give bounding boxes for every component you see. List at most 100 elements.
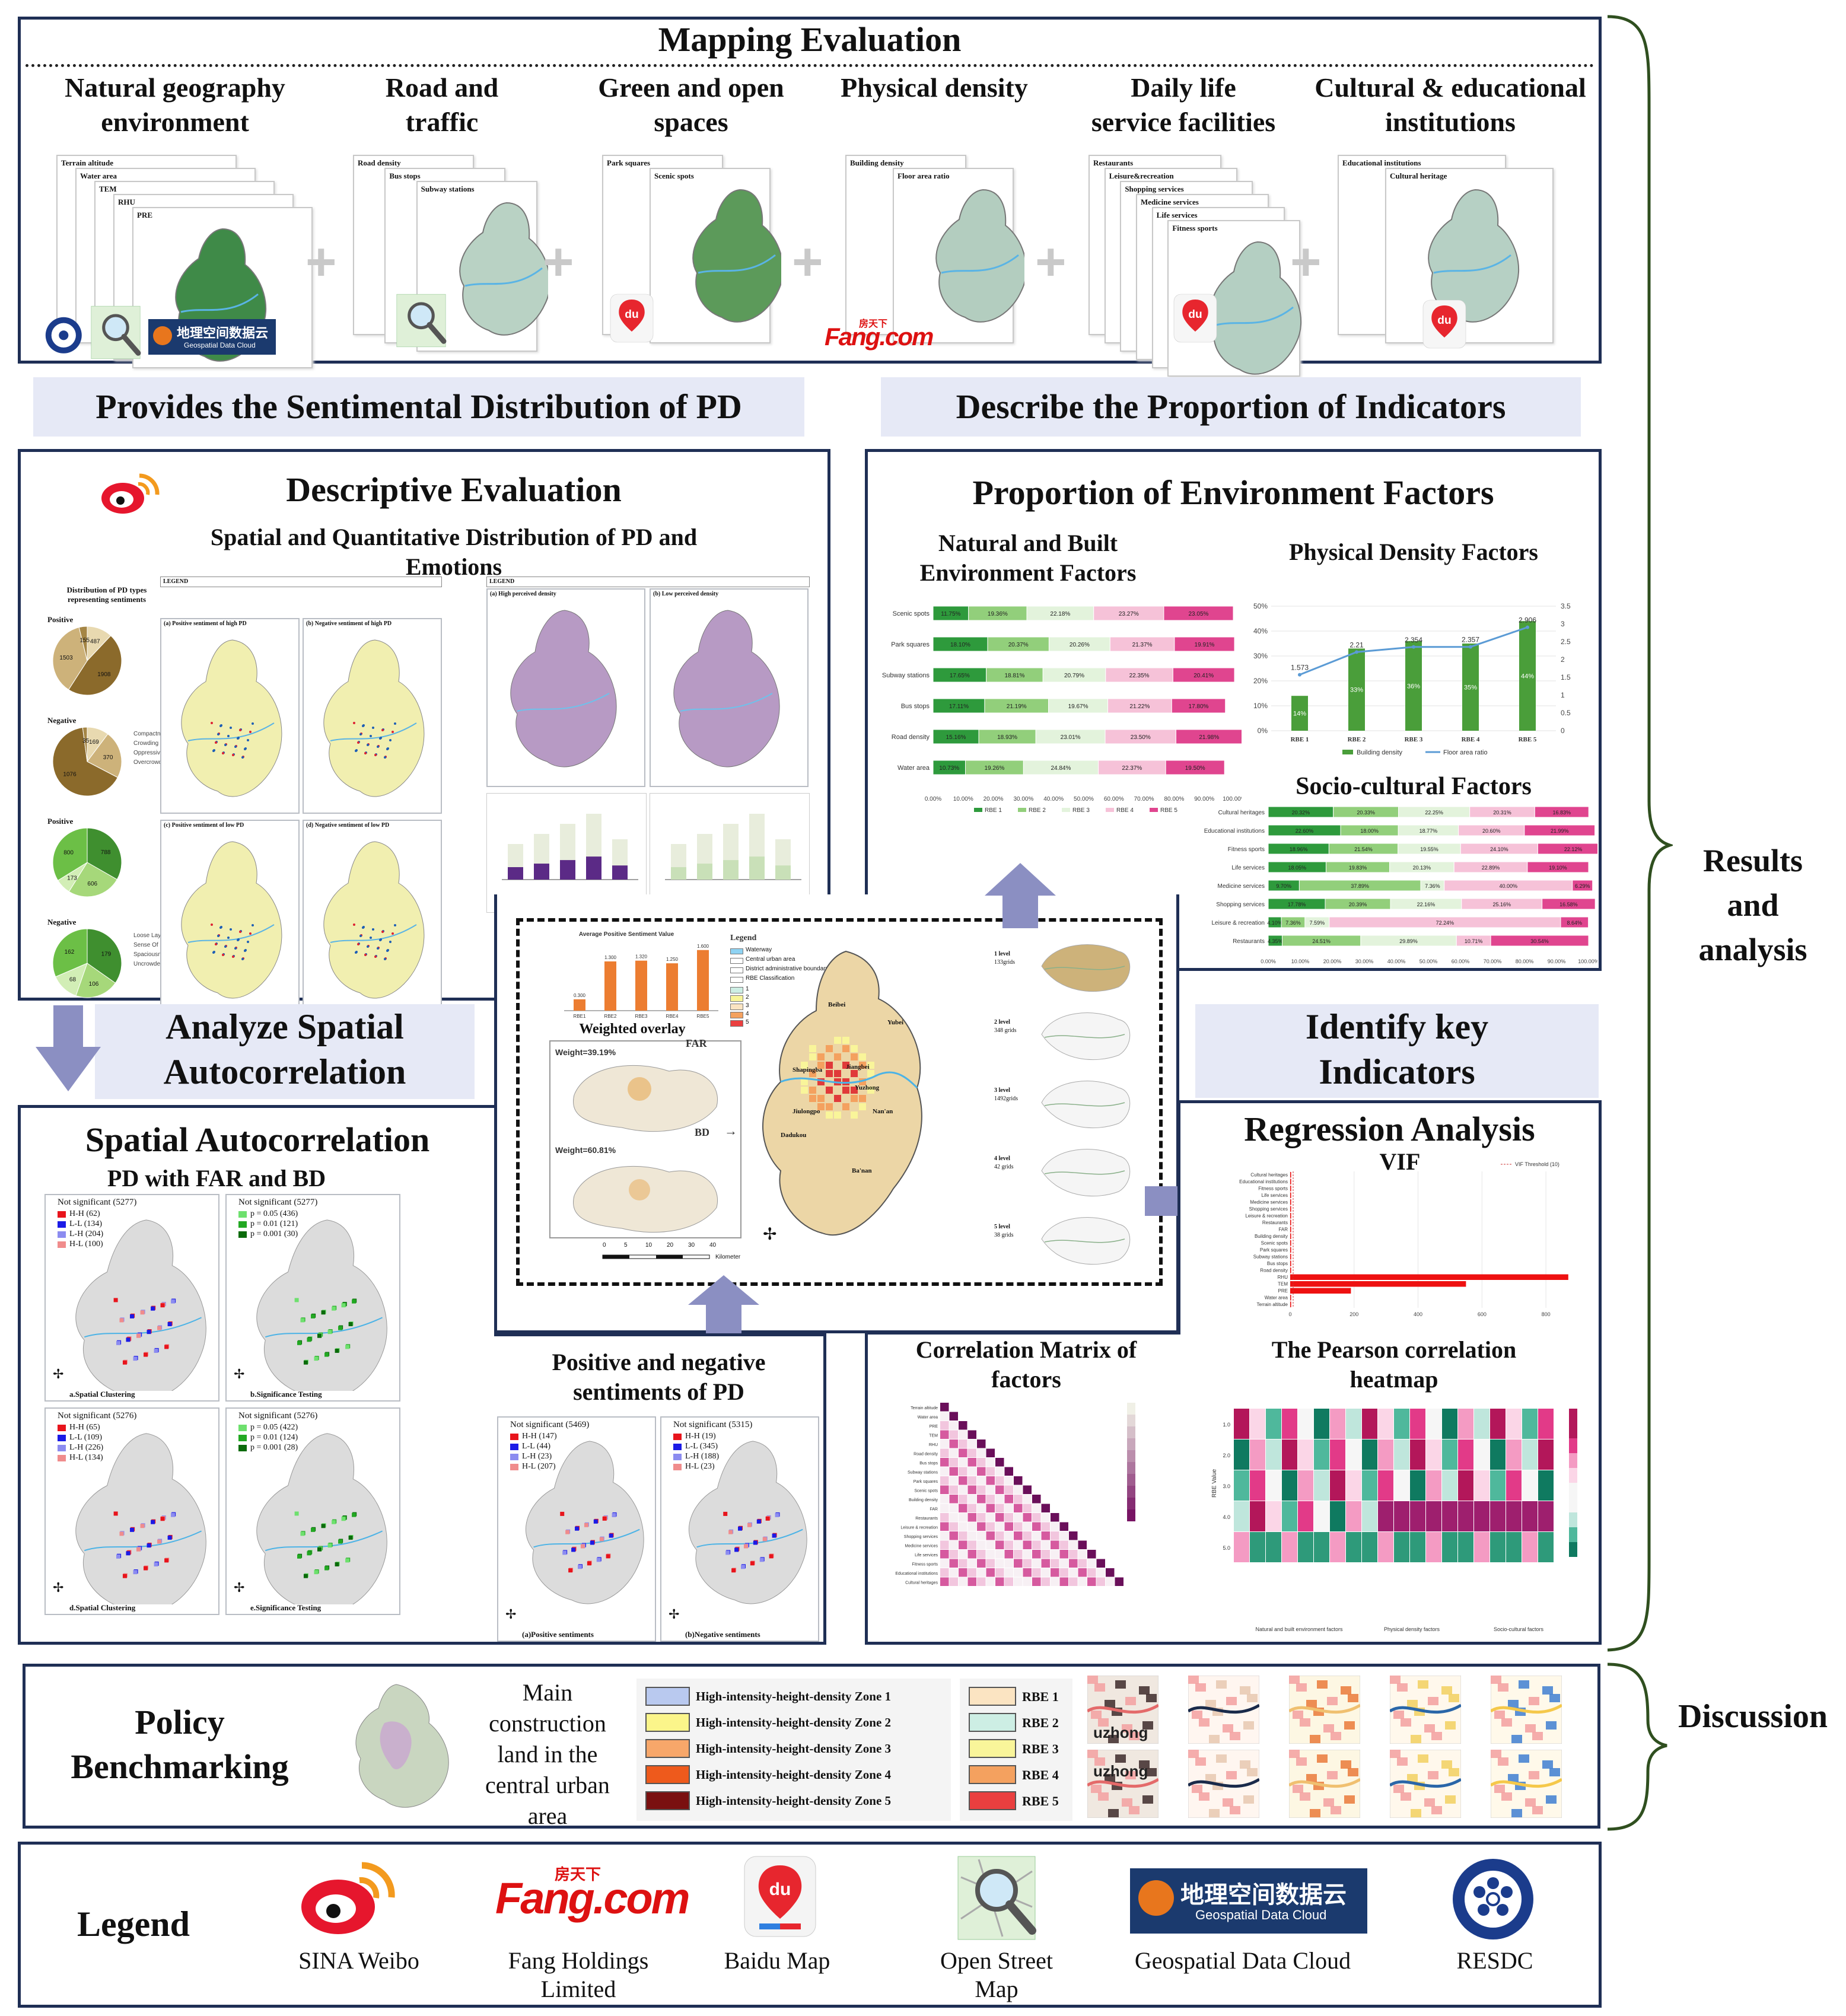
corr-cell [959, 1550, 967, 1559]
heatmap-cell [1522, 1532, 1538, 1562]
results-bracket [1607, 15, 1673, 1652]
pie-legend-item: Spaciousness [133, 951, 171, 958]
corr-cell [967, 1467, 976, 1476]
lisa-cell [157, 1326, 162, 1330]
physical-factors-title: Physical Density Factors [1289, 539, 1538, 565]
stacked-bar-segment [1537, 843, 1597, 855]
corr-cell [1014, 1476, 1023, 1485]
x-tick-label: 50.00% [1074, 796, 1094, 802]
layer-label: Scenic spots [654, 171, 694, 180]
legend-text: RBE Classification [746, 975, 795, 982]
lisa-cell [590, 1540, 594, 1545]
colorbar-segment [1569, 1483, 1577, 1498]
category-label: Educational institutions [1239, 1179, 1288, 1184]
corr-cell [1069, 1540, 1078, 1549]
stacked-bar-segment [1560, 916, 1589, 928]
corr-cell [1059, 1531, 1068, 1540]
rbe-swatch [969, 1765, 1016, 1784]
corr-cell [949, 1421, 958, 1430]
corr-cell [1023, 1504, 1032, 1512]
corr-cell [1041, 1550, 1050, 1559]
lisa-cell [317, 1333, 322, 1338]
colorbar-segment [1569, 1542, 1577, 1557]
stacked-bar-segment [932, 636, 988, 652]
category-name-1: Cultural & educational [1315, 72, 1586, 103]
stacked-bar-segment [1093, 606, 1164, 621]
zone-swatch [645, 1713, 690, 1732]
rbe-grid-cell [834, 1095, 841, 1102]
x-tick-label: 0.00% [1261, 958, 1276, 964]
x-tick-label: 50.00% [1419, 958, 1438, 964]
regression-lower-top [865, 1332, 1180, 1335]
pie-label: Negative [47, 716, 77, 725]
plus-icon: + [792, 233, 823, 292]
x-tick-label: 60.00% [1452, 958, 1470, 964]
river [780, 1071, 918, 1089]
row-label: 4.0 [1223, 1514, 1230, 1520]
pie-slice [52, 627, 88, 690]
group-label: Physical density factors [1384, 1626, 1440, 1632]
legend-swatch [510, 1434, 518, 1440]
x-tick-label: RBE3 [635, 1014, 648, 1019]
y-tick-right: 1 [1561, 691, 1565, 699]
rbe-grid-cell [834, 1111, 841, 1119]
pie-slice [78, 626, 88, 661]
heatmap-cell [1522, 1470, 1538, 1501]
lisa-cell [738, 1526, 743, 1531]
corr-cell [977, 1559, 986, 1568]
far-point [1298, 673, 1301, 677]
resdc-logo [1450, 1856, 1536, 1942]
rbe-grid-cell [809, 1087, 816, 1094]
heatmap-cell [1458, 1532, 1473, 1562]
lisa-cell [136, 1333, 141, 1338]
corr-cell [977, 1495, 986, 1504]
segment-value-label: 24.10% [1490, 846, 1508, 852]
lisa-map: Not significant (5315)H-H (19)L-L (345)L… [660, 1416, 819, 1642]
pearson-title-2: heatmap [1350, 1366, 1438, 1393]
pd-sentiment-map: (d) Negative sentiment of low PD [303, 820, 442, 1015]
corr-cell [1014, 1550, 1023, 1559]
rbe-label: RBE 1 [1022, 1689, 1059, 1704]
lisa-cell [122, 1574, 127, 1578]
segment-value-label: 19.67% [1068, 703, 1088, 710]
corr-cell [995, 1467, 1004, 1476]
corr-cell [959, 1467, 967, 1476]
lisa-legend-item: L-L (109) [58, 1433, 102, 1442]
lisa-legend-item: H-H (62) [58, 1209, 100, 1219]
legend-text: p = 0.001 (30) [250, 1230, 298, 1238]
segment-value-label: 21.22% [1129, 703, 1150, 710]
north-arrow-icon: ✢ [234, 1581, 245, 1595]
stacked-bar-segment [1048, 636, 1110, 652]
pie-header: Distribution of PD types representing se… [66, 585, 147, 604]
sentiment-bar-chart: (c) [486, 793, 647, 913]
corr-cell [1051, 1522, 1059, 1531]
corr-cell [1059, 1550, 1068, 1559]
heatmap-cell [1426, 1409, 1441, 1439]
layer-label: Restaurants [1093, 158, 1134, 167]
lisa-cell [750, 1561, 755, 1566]
segment-value-label: 72.24% [1436, 920, 1454, 926]
district-label: Jiulongpo [792, 1108, 820, 1115]
vif-bar [1290, 1199, 1291, 1205]
lisa-cell [136, 1547, 141, 1552]
pie-value-label: 1503 [59, 655, 73, 661]
row-label: Restaurants [915, 1517, 938, 1521]
colorbar-segment [1127, 1509, 1135, 1521]
legend-swatch [730, 958, 743, 964]
lisa-cell [728, 1530, 733, 1534]
lisa-legend-item: H-L (207) [510, 1462, 556, 1472]
legend-text: Central urban area [746, 956, 795, 963]
pearson-title-1: The Pearson correlation [1271, 1336, 1517, 1363]
svg-text:du: du [625, 308, 638, 321]
corr-cell [986, 1531, 995, 1540]
stacked-bar-segment [932, 698, 985, 714]
legend-swatch [510, 1444, 518, 1450]
corr-cell [977, 1448, 986, 1457]
segment-value-label: 9.70% [1276, 883, 1291, 889]
scale-bar [602, 1254, 710, 1259]
regression-title: Regression Analysis [1244, 1110, 1535, 1148]
corr-cell [1051, 1540, 1059, 1549]
heatmap-cell [1410, 1470, 1425, 1501]
